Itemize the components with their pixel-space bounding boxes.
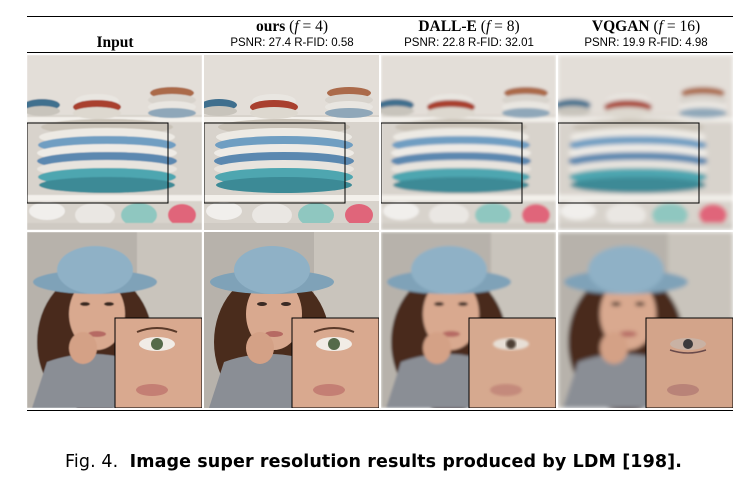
column-metrics: PSNR: 22.8 R-FID: 32.01 — [404, 37, 534, 49]
image-portrait-dalle — [381, 232, 556, 408]
table-bottom-rule — [27, 410, 733, 412]
column-header-dalle: DALL-E (f = 8) PSNR: 22.8 R-FID: 32.01 — [381, 18, 557, 50]
figure-caption: Fig. 4. Image super resolution results p… — [0, 452, 747, 472]
table-top-rule — [27, 16, 733, 18]
column-title: ours (f = 4) — [255, 18, 329, 35]
column-metrics: PSNR: 19.9 R-FID: 4.98 — [584, 37, 708, 49]
table-header-rule — [27, 52, 733, 53]
column-header-vqgan: VQGAN (f = 16) PSNR: 19.9 R-FID: 4.98 — [558, 18, 734, 50]
figure-label: Fig. 4. — [65, 452, 119, 472]
image-portrait-input — [27, 232, 202, 408]
column-title: DALL-E (f = 8) — [418, 18, 520, 35]
figure-caption-text: Image super resolution results produced … — [129, 452, 682, 472]
column-title: VQGAN (f = 16) — [591, 18, 701, 35]
image-portrait-ours — [204, 232, 379, 408]
image-plates-ours — [204, 55, 379, 230]
image-plates-dalle — [381, 55, 556, 230]
column-header-input: Input — [27, 34, 203, 52]
image-plates-input — [27, 55, 202, 230]
image-portrait-vqgan — [558, 232, 733, 408]
column-header-ours: ours (f = 4) PSNR: 27.4 R-FID: 0.58 — [204, 18, 380, 50]
column-metrics: PSNR: 27.4 R-FID: 0.58 — [230, 37, 354, 49]
image-plates-vqgan — [558, 55, 733, 230]
column-title: Input — [96, 34, 134, 51]
